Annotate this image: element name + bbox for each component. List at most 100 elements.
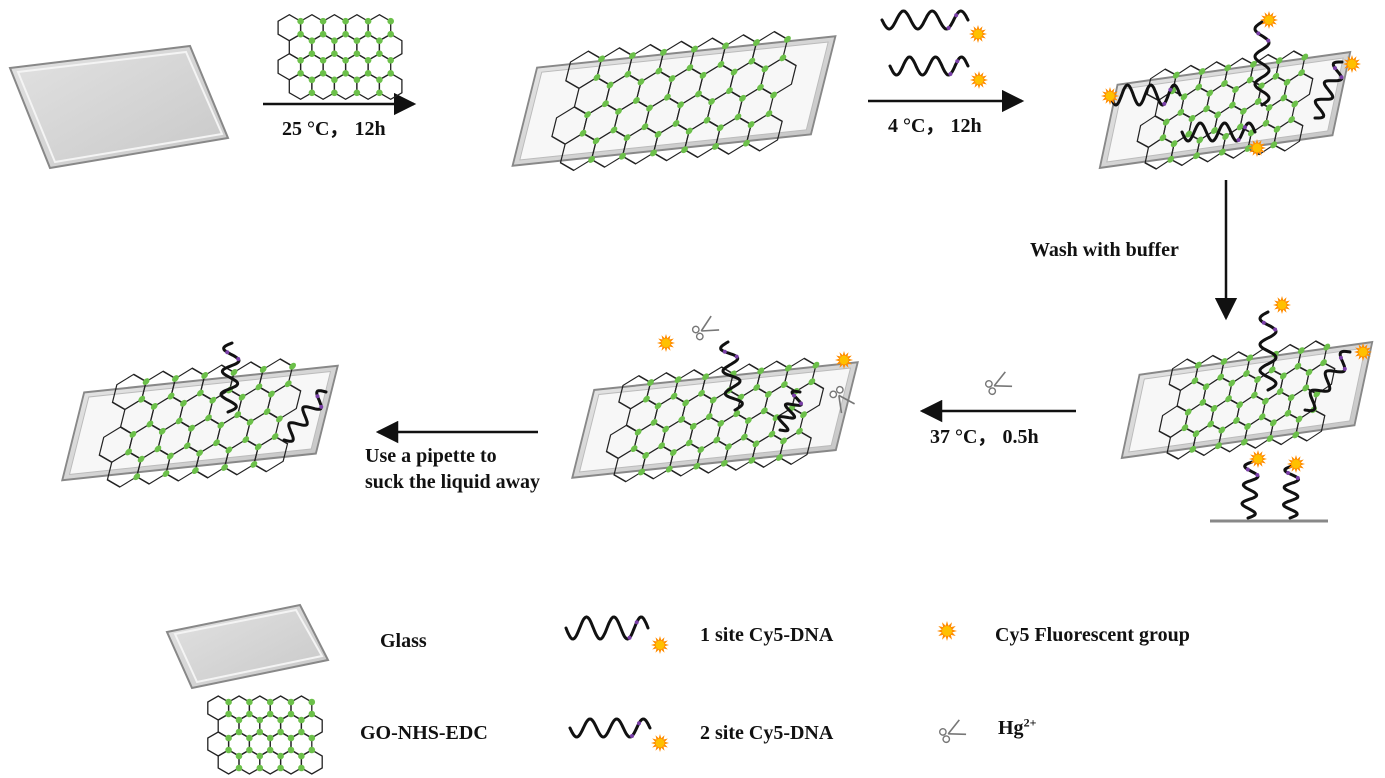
go-node xyxy=(747,121,755,128)
go-node xyxy=(606,81,614,89)
strand-mark xyxy=(634,620,639,625)
go-node xyxy=(1180,93,1188,101)
go-node xyxy=(235,752,243,760)
go-node xyxy=(225,734,232,742)
go-node xyxy=(1270,141,1278,149)
go-node xyxy=(256,752,264,760)
go-node xyxy=(1240,107,1247,115)
go-node xyxy=(1273,125,1281,133)
strand-mark xyxy=(1256,31,1261,36)
go-node xyxy=(1302,384,1310,392)
go-node xyxy=(242,436,250,444)
go-node xyxy=(756,83,764,91)
go-node xyxy=(1254,98,1262,105)
go-node xyxy=(256,764,264,772)
go-node xyxy=(730,68,738,76)
go-node xyxy=(277,716,284,724)
strand-path xyxy=(1258,310,1278,392)
dna-vertical-1 xyxy=(1258,310,1278,392)
go-node xyxy=(709,396,717,404)
go-node xyxy=(772,414,780,422)
go-node xyxy=(1170,140,1178,148)
legend-graphics xyxy=(165,603,967,775)
strand-mark xyxy=(1273,327,1278,332)
cy5-fluor-icon xyxy=(1260,11,1278,29)
strand-mark xyxy=(722,349,727,354)
go-node xyxy=(1233,417,1240,424)
go-node xyxy=(331,76,338,84)
go-node xyxy=(298,728,305,736)
go-node xyxy=(726,87,733,95)
dna-adsorbed-1 xyxy=(1108,83,1182,107)
go-node xyxy=(632,97,640,104)
go-node xyxy=(1211,127,1218,134)
go-node xyxy=(188,424,195,432)
go-node xyxy=(1250,60,1257,68)
go-node xyxy=(166,452,174,460)
hexagon xyxy=(288,72,313,101)
legend-hg-sup: 2+ xyxy=(1023,715,1037,730)
go-node xyxy=(619,152,626,160)
legend-dna1-label: 1 site Cy5-DNA xyxy=(700,624,834,646)
legend-hg-label: Hg2+ xyxy=(998,716,1036,740)
go-node xyxy=(716,124,724,132)
go-node xyxy=(737,393,745,401)
strand-mark xyxy=(1168,87,1173,92)
go-node xyxy=(1279,372,1287,380)
go-node xyxy=(713,436,721,444)
go-node xyxy=(146,420,154,428)
dna-probe-reagents xyxy=(880,9,988,89)
go-node xyxy=(691,45,698,53)
go-node xyxy=(1188,115,1196,122)
legend-dna2-label: 2 site Cy5-DNA xyxy=(700,722,834,744)
go-node xyxy=(308,76,316,84)
strand-mark xyxy=(946,26,951,31)
go-node xyxy=(364,30,372,38)
go-node xyxy=(1320,359,1327,367)
strand-mark xyxy=(1286,471,1291,476)
go-node xyxy=(246,746,253,754)
dna-vertical-2 xyxy=(1303,349,1352,413)
go-node xyxy=(708,98,716,105)
go-node xyxy=(225,446,233,454)
legend-glass-icon xyxy=(165,603,330,690)
go-node xyxy=(137,455,145,463)
go-node xyxy=(1244,423,1251,430)
go-node xyxy=(1305,368,1313,376)
go-node xyxy=(646,104,653,112)
go-node xyxy=(196,389,204,397)
go-node xyxy=(764,390,772,398)
strand-path xyxy=(1313,60,1344,120)
go-node xyxy=(266,734,274,742)
go-node xyxy=(588,156,595,163)
go-node xyxy=(717,60,725,68)
go-lattice xyxy=(98,358,302,488)
cy5-fluor-icon xyxy=(937,621,957,641)
go-node xyxy=(1221,80,1228,87)
go-node xyxy=(205,414,212,422)
go-node xyxy=(784,364,792,372)
cy5-fluor-icon xyxy=(970,71,988,89)
go-node xyxy=(387,57,394,64)
washed-slide xyxy=(1120,296,1374,460)
go-node xyxy=(125,448,132,456)
dna-vertical-1 xyxy=(1253,20,1271,107)
step4-condition: 37 °C， 0.5h xyxy=(930,426,1039,448)
strand-mark xyxy=(955,59,960,64)
pipette-line2: suck the liquid away xyxy=(365,471,541,493)
go-node xyxy=(739,94,746,102)
go-node xyxy=(1294,362,1302,370)
go-node xyxy=(610,126,618,134)
go-node xyxy=(722,42,729,50)
go-node xyxy=(276,415,283,423)
go-node xyxy=(331,37,338,44)
strand-mark xyxy=(1162,101,1167,106)
hexagon xyxy=(378,72,403,101)
slide xyxy=(511,30,837,172)
go-node xyxy=(1258,413,1266,421)
go-node xyxy=(1210,405,1218,412)
strand-mark xyxy=(236,356,241,361)
go-node xyxy=(1202,383,1210,391)
legend-dna1-icon xyxy=(564,615,650,641)
go-node xyxy=(364,17,372,25)
